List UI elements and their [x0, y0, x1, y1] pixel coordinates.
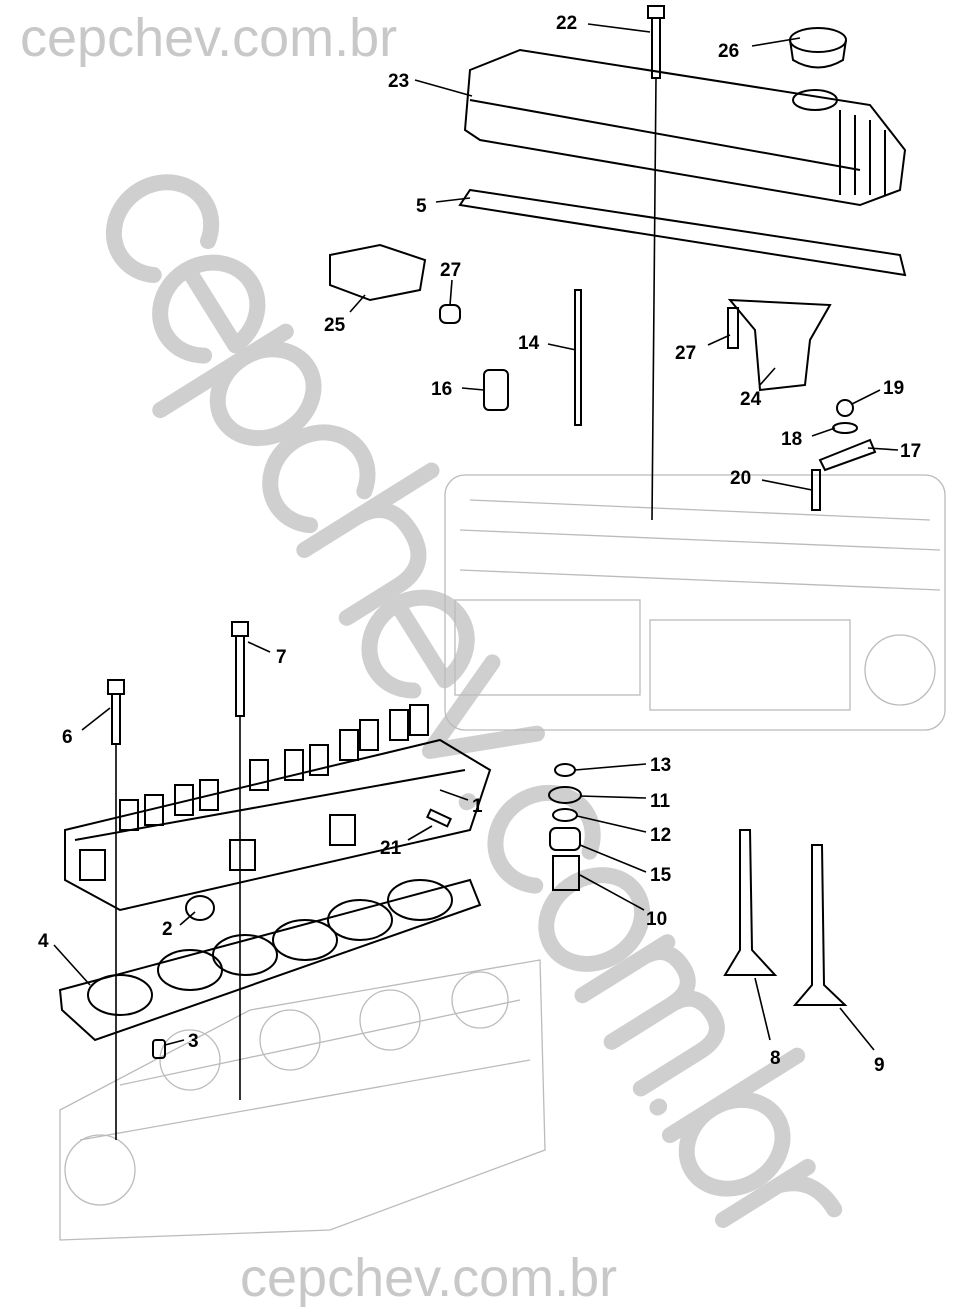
- callout-5: 5: [416, 196, 427, 217]
- valve-cover-gasket: [458, 188, 907, 277]
- callout-10: 10: [646, 909, 667, 930]
- dowel-pin: [152, 1039, 166, 1059]
- callout-11: 11: [650, 791, 671, 812]
- watermark-glyph: [538, 867, 651, 972]
- watermark-glyph: [574, 934, 725, 1097]
- callout-13: 13: [650, 755, 671, 776]
- watermark-glyph: [649, 1098, 668, 1116]
- watermark-glyph: [421, 654, 545, 759]
- head-gasket: [58, 878, 482, 1042]
- intake-valve: [723, 829, 778, 976]
- head-bolt-short: [107, 679, 125, 695]
- callout-24: 24: [740, 389, 762, 410]
- watermark-diagonal: [105, 174, 843, 1228]
- callout-8: 8: [770, 1048, 781, 1069]
- valve-keeper: [554, 763, 576, 777]
- bolt-27a: [439, 304, 461, 324]
- rocker-nut: [836, 399, 854, 417]
- head-bolt-short-shank: [111, 693, 121, 745]
- watermark-glyph: [661, 1047, 806, 1197]
- callout-17: 17: [900, 441, 921, 462]
- rocker-ball: [832, 422, 858, 434]
- valve-seal: [549, 827, 581, 851]
- callout-23: 23: [388, 71, 409, 92]
- bracket-24: [727, 298, 832, 392]
- watermark-bottom: cepchev.com.br: [240, 1248, 617, 1308]
- callout-12: 12: [650, 825, 671, 846]
- callout-20: 20: [730, 468, 751, 489]
- callout-19: 19: [883, 378, 904, 399]
- watermark-glyph: [262, 424, 376, 534]
- ghost-engine-lower: [59, 959, 546, 1241]
- cylinder-head: [64, 704, 492, 912]
- bracket-25: [329, 243, 427, 302]
- valve-cover: [463, 48, 907, 207]
- stud-21: [426, 808, 452, 828]
- callout-3: 3: [188, 1031, 199, 1052]
- watermark-glyph: [714, 1158, 843, 1228]
- head-bolt-long: [231, 621, 249, 637]
- cover-bolt: [647, 5, 665, 79]
- callout-21: 21: [380, 838, 402, 859]
- oil-filler-cap: [789, 27, 847, 69]
- leader-lines: [53, 23, 899, 1140]
- callout-18: 18: [781, 429, 802, 450]
- plug: [185, 895, 215, 921]
- watermark-glyph: [296, 462, 440, 626]
- callout-27a: 27: [440, 260, 461, 281]
- watermark-glyph: [105, 174, 220, 284]
- valve-rotator: [548, 786, 582, 804]
- watermark-top: cepchev.com.br: [20, 8, 397, 68]
- exhaust-valve: [792, 844, 848, 1006]
- valve-lifter: [483, 369, 509, 411]
- callout-7: 7: [276, 647, 287, 668]
- ghost-engine-upper: [444, 474, 946, 731]
- callout-27b: 27: [675, 343, 696, 364]
- callout-16: 16: [431, 379, 452, 400]
- callout-9: 9: [874, 1055, 885, 1076]
- callout-15: 15: [650, 865, 672, 886]
- watermark-glyph: [152, 323, 322, 447]
- callout-25: 25: [324, 315, 346, 336]
- pushrod: [574, 289, 582, 426]
- watermark-glyph: [458, 793, 477, 811]
- callout-2: 2: [162, 919, 173, 940]
- callout-26: 26: [718, 41, 739, 62]
- bolt-27b: [727, 307, 739, 349]
- callout-6: 6: [62, 727, 73, 748]
- rocker-stud: [811, 469, 821, 511]
- callout-1: 1: [472, 796, 483, 817]
- callout-22: 22: [556, 13, 577, 34]
- callout-4: 4: [38, 931, 49, 952]
- spring-cap: [552, 808, 578, 822]
- valve-spring: [552, 855, 580, 891]
- callout-14: 14: [518, 333, 540, 354]
- rocker-arm: [818, 438, 877, 472]
- watermark-glyph: [361, 589, 475, 699]
- watermark-glyph: [152, 254, 266, 364]
- head-bolt-long-shank: [235, 635, 245, 717]
- callouts: 22 26 23 5 27 25 14 27 16 24 19 18 17 20…: [38, 13, 921, 1076]
